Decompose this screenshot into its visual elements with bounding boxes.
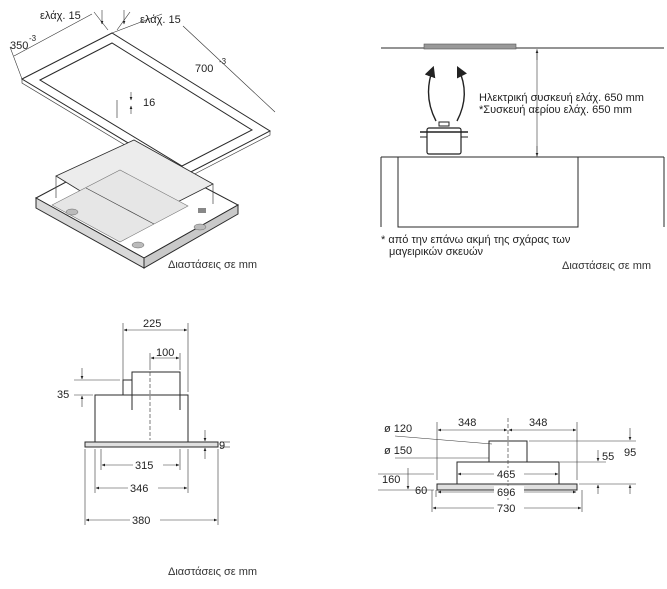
dim-730-label: 730: [497, 503, 515, 515]
cooking-pot-icon: [420, 121, 468, 155]
front-panel: [84, 441, 219, 448]
dim-225-label: 225: [143, 318, 161, 330]
cooking-height-panel: Ηλεκτρική συσκευή ελάχ. 650 mm *Συσκευή …: [380, 43, 665, 272]
depth-16-label: 16: [143, 97, 155, 109]
dim-348-left-label: 348: [458, 417, 476, 429]
dim-35-label: 35: [57, 389, 69, 401]
footnote-line1: * από την επάνω ακμή της σχάρας των: [381, 234, 571, 246]
dim-465-label: 465: [497, 469, 515, 481]
dim-100-label: 100: [156, 347, 174, 359]
length-700-tolerance: -3: [219, 57, 227, 66]
dim-160-label: 160: [382, 474, 400, 486]
dia-150-label: ø 150: [384, 445, 412, 457]
cutout-isometric-panel: ελάχ. 15 ελάχ. 15 350 -3 700 -3 16 Διαστ…: [9, 10, 276, 271]
panel2-caption: Διαστάσεις σε mm: [562, 260, 651, 272]
cooktop-block: [397, 156, 579, 228]
min-15-left-label: ελάχ. 15: [40, 10, 81, 22]
front-view-panel: 348 348 ø 120 ø 150 55 95 465 160 60 696…: [378, 417, 636, 515]
panel3-caption: Διαστάσεις σε mm: [168, 566, 257, 578]
hood-slim-profile: [423, 43, 517, 50]
dim-95-label: 95: [624, 447, 636, 459]
dim-55-label: 55: [602, 451, 614, 463]
gas-min-label: *Συσκευή αερίου ελάχ. 650 mm: [479, 104, 632, 116]
dia-120-label: ø 120: [384, 423, 412, 435]
dim-380-label: 380: [132, 515, 150, 527]
length-700-label: 700: [195, 63, 213, 75]
panel1-caption: Διαστάσεις σε mm: [168, 259, 257, 271]
side-view-panel: 225 100 35 9 315 346 380 Διαστάσεις σε m…: [57, 318, 257, 578]
min-15-right-label: ελάχ. 15: [140, 14, 181, 26]
cutout-frame-inner: [38, 42, 254, 167]
width-350-label: 350: [10, 40, 28, 52]
width-350-tolerance: -3: [29, 34, 37, 43]
dim-60-label: 60: [415, 485, 427, 497]
footnote-line2: μαγειρικών σκευών: [389, 246, 484, 258]
dim-696-label: 696: [497, 487, 515, 499]
dim-9-label: 9: [219, 440, 225, 452]
dim-315-label: 315: [135, 460, 153, 472]
dim-348-right-label: 348: [529, 417, 547, 429]
dim-346-label: 346: [130, 483, 148, 495]
electric-min-label: Ηλεκτρική συσκευή ελάχ. 650 mm: [479, 92, 644, 104]
